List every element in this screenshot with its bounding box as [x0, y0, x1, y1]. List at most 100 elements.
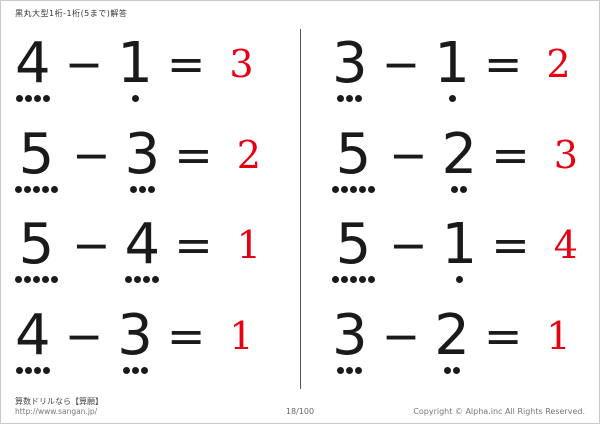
count-dot — [122, 366, 130, 374]
minus-sign: − — [64, 308, 104, 363]
minuend-digit: 5 — [335, 121, 372, 187]
subtrahend: 2 — [441, 121, 478, 194]
minuend-digit: 5 — [18, 212, 55, 277]
count-dot — [346, 366, 354, 374]
footer-site-url: http://www.sangan.jp/ — [15, 407, 98, 417]
count-dot — [460, 185, 468, 193]
count-dot — [15, 185, 22, 193]
count-dot — [368, 185, 375, 193]
count-dot — [332, 276, 339, 283]
minuend-dots — [15, 366, 50, 375]
subtrahend-digit: 4 — [124, 212, 161, 277]
subtrahend-digit: 1 — [434, 31, 470, 96]
minus-sign: − — [381, 308, 421, 363]
subtrahend-dots — [129, 185, 155, 194]
minuend-dots — [332, 276, 375, 284]
count-dot — [24, 95, 32, 102]
subtrahend-dots — [122, 366, 148, 375]
count-dot — [134, 276, 142, 283]
count-dot — [337, 95, 345, 102]
minuend: 4 — [15, 35, 51, 103]
minuend-digit: 5 — [18, 121, 55, 187]
count-dot — [125, 276, 133, 283]
count-dot — [350, 185, 357, 193]
count-dot — [131, 95, 139, 102]
subtrahend-digit: 3 — [117, 302, 153, 368]
answer: 1 — [546, 313, 571, 358]
minuend-digit: 4 — [15, 302, 51, 368]
subtrahend-digit: 1 — [441, 212, 478, 277]
minus-sign: − — [64, 37, 104, 91]
count-dot — [15, 95, 23, 102]
problem: 5 − 2 = 3 — [300, 114, 599, 205]
answer: 2 — [236, 132, 261, 177]
count-dot — [42, 276, 49, 283]
count-dot — [15, 276, 22, 283]
subtrahend-digit: 3 — [124, 121, 161, 187]
minuend: 5 — [15, 121, 58, 194]
subtrahend-digit: 2 — [441, 121, 478, 187]
count-dot — [359, 185, 366, 193]
answer: 2 — [546, 42, 571, 86]
equals-sign: = — [166, 308, 206, 363]
count-dot — [337, 366, 345, 374]
count-dot — [51, 276, 58, 283]
minuend-digit: 3 — [332, 302, 368, 368]
minuend: 4 — [15, 302, 51, 375]
problem: 3 − 2 = 1 — [300, 295, 599, 386]
count-dot — [455, 276, 463, 283]
equals-sign: = — [174, 127, 213, 182]
subtrahend-digit: 1 — [117, 31, 153, 96]
subtrahend: 3 — [124, 121, 161, 194]
problem: 5 − 1 = 4 — [300, 204, 599, 295]
count-dot — [152, 276, 160, 283]
minus-sign: − — [381, 37, 421, 91]
count-dot — [42, 95, 50, 102]
equals-sign: = — [483, 308, 523, 363]
count-dot — [368, 276, 375, 283]
column-divider — [300, 29, 301, 389]
minus-sign: − — [389, 218, 428, 272]
minuend: 3 — [332, 35, 368, 103]
footer-site-name: 算数ドリルなら【算願】 — [15, 396, 103, 406]
subtrahend-dots — [131, 95, 139, 103]
minuend-dots — [15, 276, 58, 284]
minus-sign: − — [389, 127, 428, 182]
count-dot — [24, 185, 31, 193]
equals-sign: = — [174, 218, 213, 272]
count-dot — [129, 185, 137, 193]
footer-site-info: 算数ドリルなら【算願】 http://www.sangan.jp/ — [15, 397, 103, 417]
count-dot — [147, 185, 155, 193]
minuend-digit: 5 — [335, 212, 372, 277]
minuend-dots — [15, 95, 50, 103]
problem: 4 − 1 = 3 — [1, 23, 300, 114]
count-dot — [15, 366, 23, 374]
subtrahend-dots — [448, 95, 456, 103]
minuend-digit: 3 — [332, 31, 368, 96]
count-dot — [448, 95, 456, 102]
minuend: 5 — [332, 216, 375, 284]
count-dot — [138, 185, 146, 193]
problem: 5 − 3 = 2 — [1, 114, 300, 205]
page-number: 18/100 — [285, 407, 315, 416]
count-dot — [341, 185, 348, 193]
problem: 4 − 3 = 1 — [1, 295, 300, 386]
minuend: 5 — [332, 121, 375, 194]
copyright-text: Copyright © Alpha.inc All Rights Reserve… — [413, 407, 585, 416]
equals-sign: = — [166, 37, 206, 91]
subtrahend-digit: 2 — [434, 302, 470, 368]
answer: 1 — [229, 313, 254, 358]
count-dot — [42, 185, 49, 193]
problem: 5 − 4 = 1 — [1, 204, 300, 295]
count-dot — [350, 276, 357, 283]
minuend-dots — [332, 185, 375, 194]
count-dot — [33, 185, 40, 193]
subtrahend: 3 — [117, 302, 153, 375]
problems-grid: 4 − 1 = 3 3 − 1 = 2 — [1, 23, 599, 385]
answer: 3 — [229, 42, 254, 86]
subtrahend-dots — [455, 276, 463, 284]
count-dot — [42, 366, 50, 374]
minuend-digit: 4 — [15, 31, 51, 96]
minuend-dots — [337, 366, 363, 375]
count-dot — [131, 366, 139, 374]
